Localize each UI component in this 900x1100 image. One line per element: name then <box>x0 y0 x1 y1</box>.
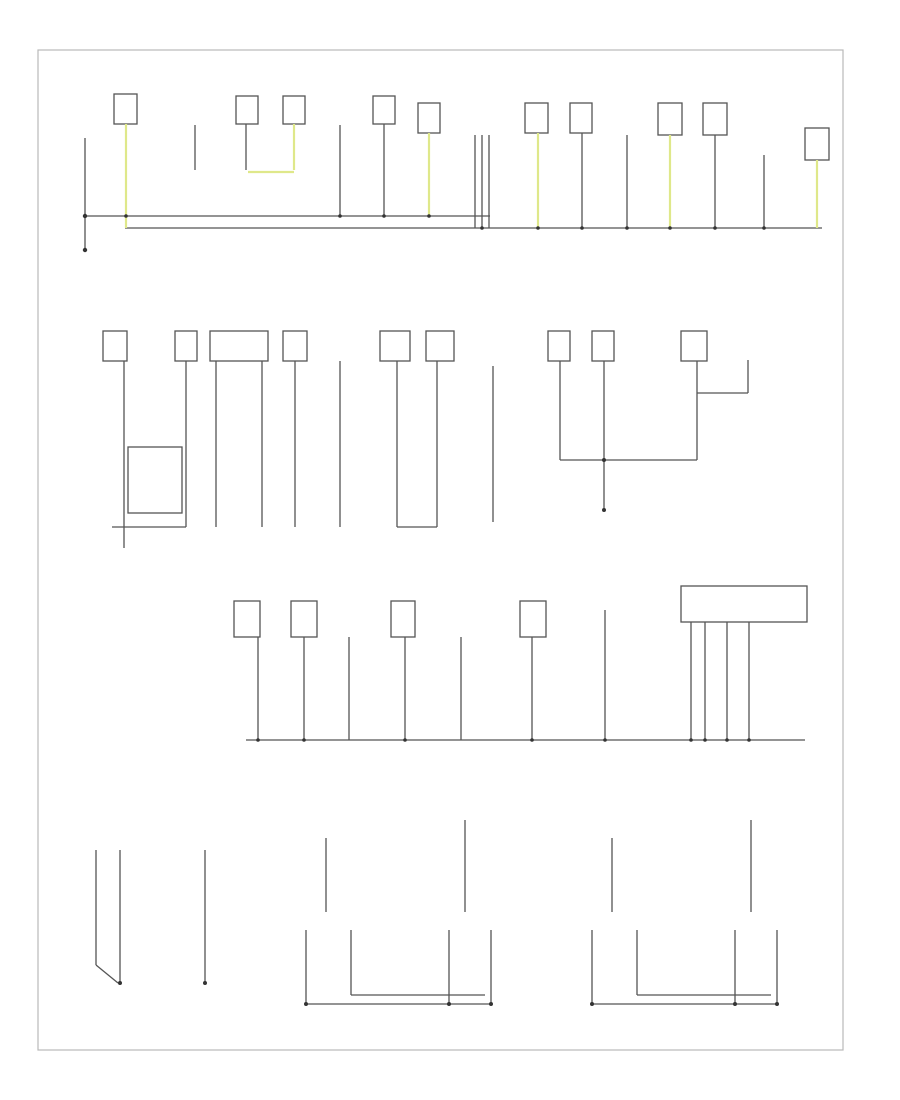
component-box <box>702 102 728 136</box>
component-box <box>524 102 549 134</box>
diagram-frame <box>37 49 844 1051</box>
component-box <box>569 102 593 134</box>
component-box <box>379 330 411 362</box>
component-box <box>417 102 441 134</box>
component-box <box>113 93 138 125</box>
middle-section <box>102 330 749 548</box>
component-box <box>657 102 683 136</box>
component-box <box>233 600 261 638</box>
component-box <box>282 95 306 125</box>
component-box <box>425 330 455 362</box>
bottom-section <box>95 820 779 1006</box>
component-box <box>282 330 308 362</box>
component-box <box>235 95 259 125</box>
component-box <box>209 330 269 362</box>
component-box <box>680 330 708 362</box>
component-box <box>680 585 808 623</box>
component-box <box>102 330 128 362</box>
component-box <box>519 600 547 638</box>
component-box <box>804 127 830 161</box>
component-box <box>290 600 318 638</box>
component-box <box>547 330 571 362</box>
component-box <box>174 330 198 362</box>
component-box <box>372 95 396 125</box>
component-box <box>390 600 416 638</box>
top-section <box>82 93 830 253</box>
component-box <box>591 330 615 362</box>
third-section <box>233 585 808 742</box>
